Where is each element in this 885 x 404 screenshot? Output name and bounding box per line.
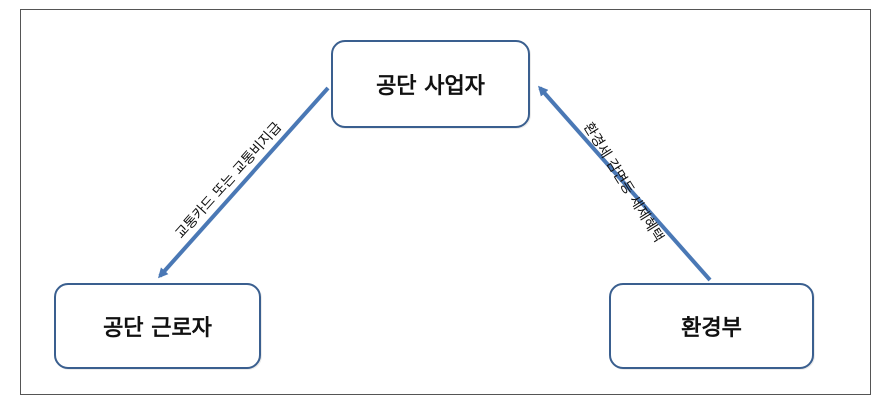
- node-business-operator: 공단 사업자: [331, 40, 530, 128]
- arrow-right-to-top: [538, 85, 712, 282]
- node-business-operator-label: 공단 사업자: [376, 74, 485, 99]
- arrow-top-to-left: [158, 86, 330, 279]
- node-ministry-environment-label: 환경부: [681, 316, 742, 341]
- node-complex-worker: 공단 근로자: [54, 283, 261, 369]
- node-ministry-environment: 환경부: [609, 283, 814, 369]
- node-complex-worker-label: 공단 근로자: [103, 316, 212, 341]
